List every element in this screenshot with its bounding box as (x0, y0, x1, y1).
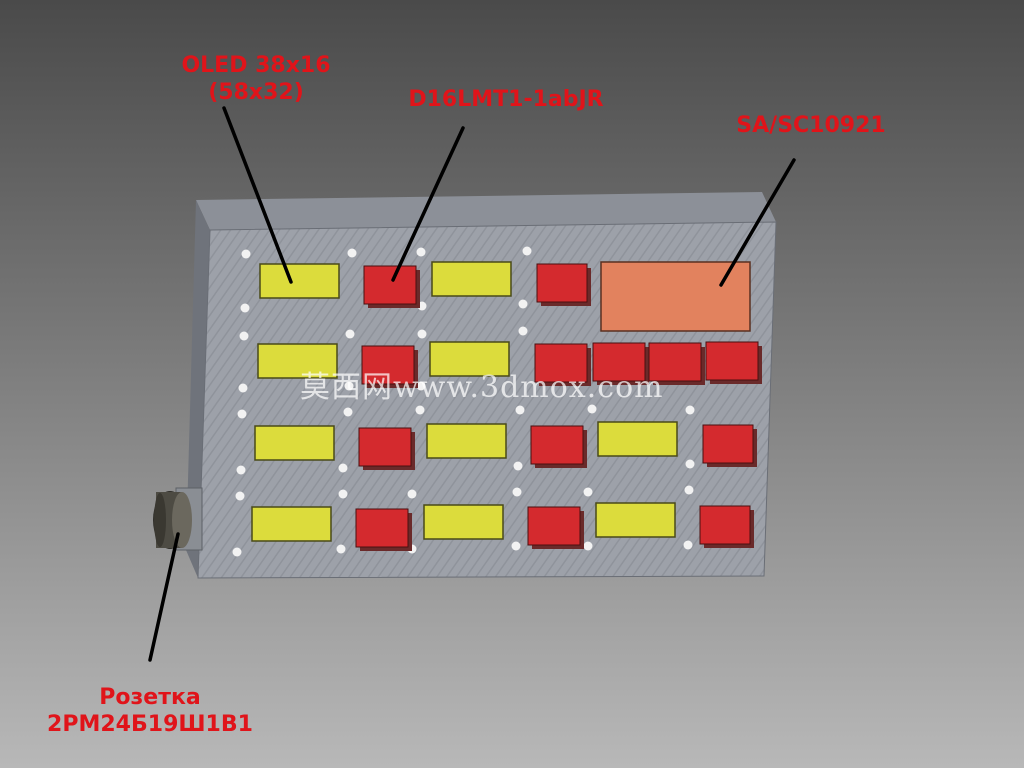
dot (518, 326, 528, 336)
dot (685, 405, 695, 415)
enclosure-side-face (186, 200, 210, 578)
dot (235, 491, 245, 501)
watermark: 莫西网www.3dmox.com (300, 370, 664, 405)
dot (347, 248, 357, 258)
oled-display (431, 261, 512, 297)
oled-display (429, 341, 510, 377)
dot (336, 544, 346, 554)
dot (416, 381, 426, 391)
socket-label-line2: 2РМ24Б19Ш1В1 (47, 712, 253, 737)
led-button (530, 425, 587, 468)
oled-display (597, 421, 678, 457)
oled-label-line2: (58x32) (208, 80, 304, 105)
oled-displays (251, 261, 678, 542)
dot (338, 489, 348, 499)
dot (241, 249, 251, 259)
socket-leader-line (148, 532, 180, 662)
led-label: D16LMT1-1abJR (408, 87, 604, 112)
oled-label: OLED 38x16 (58x32) (168, 52, 344, 106)
dot (236, 465, 246, 475)
dot (343, 407, 353, 417)
oled-label-line1: OLED 38x16 (181, 53, 331, 78)
dot (683, 540, 693, 550)
socket-label-line1: Розетка (99, 685, 201, 710)
dot (415, 405, 425, 415)
led-button (592, 342, 649, 385)
mounting-dots (232, 246, 695, 557)
socket-label: Розетка 2РМ24Б19Ш1В1 (20, 684, 280, 738)
enclosure-top-edge (196, 192, 776, 230)
dot (239, 331, 249, 341)
oled-display (259, 263, 340, 299)
oled-display (423, 504, 504, 540)
oled-display (251, 506, 332, 542)
oled-display (595, 502, 676, 538)
led-button (702, 424, 757, 467)
led-button (363, 265, 420, 308)
dot (240, 303, 250, 313)
led-leader-line (391, 126, 465, 282)
led-buttons (355, 263, 762, 551)
led-button (361, 345, 418, 388)
oled-display (257, 343, 338, 379)
dot (238, 383, 248, 393)
led-button (536, 263, 591, 306)
dot (583, 541, 593, 551)
dot (344, 381, 354, 391)
led-button (534, 343, 591, 386)
oled-display (426, 423, 507, 459)
dot (515, 405, 525, 415)
dot (511, 541, 521, 551)
led-button (358, 427, 415, 470)
display-label: SA/SC10921 (736, 113, 886, 138)
oled-leader-line (222, 106, 293, 284)
dot (232, 547, 242, 557)
dot (345, 329, 355, 339)
dot (338, 463, 348, 473)
dot (518, 299, 528, 309)
led-button (355, 508, 412, 551)
dot (416, 247, 426, 257)
dot (512, 487, 522, 497)
led-button (699, 505, 754, 548)
dot (522, 246, 532, 256)
dot (513, 461, 523, 471)
leader-lines (148, 106, 796, 662)
dot (237, 409, 247, 419)
dot (684, 485, 694, 495)
led-button (705, 341, 762, 384)
dot (685, 459, 695, 469)
dot (417, 329, 427, 339)
sa-sc-display (600, 261, 751, 332)
led-button (527, 506, 584, 549)
display-leader-line (719, 158, 796, 287)
oled-display (254, 425, 335, 461)
dot (583, 487, 593, 497)
dot (587, 404, 597, 414)
led-button (648, 342, 705, 385)
dot (407, 489, 417, 499)
